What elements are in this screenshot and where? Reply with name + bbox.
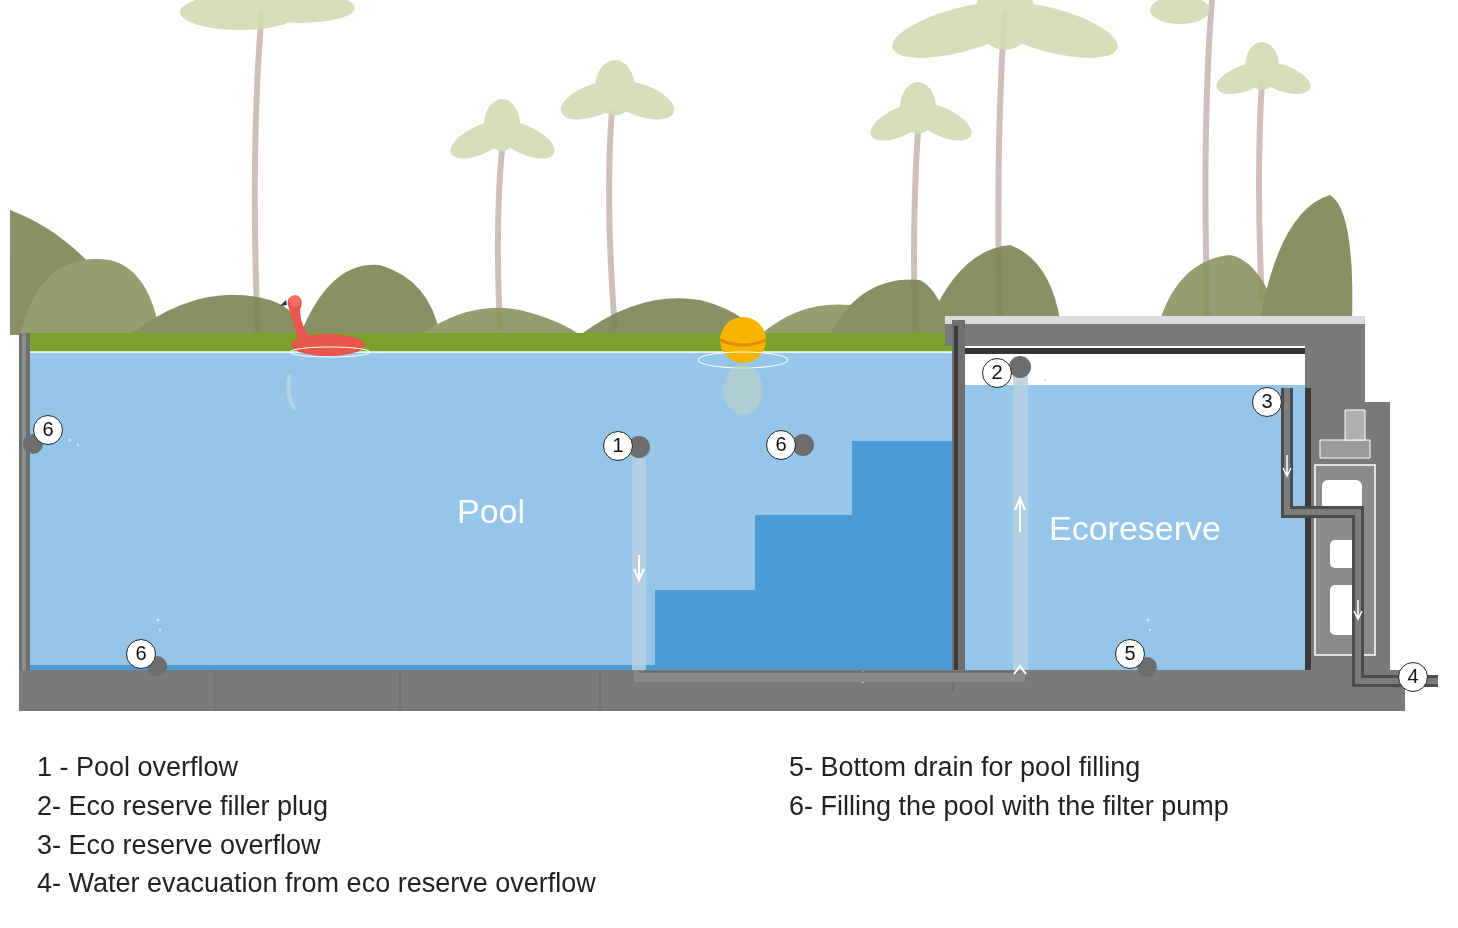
ecoreserve-region: Ecoreserve (965, 386, 1305, 670)
region-label: Ecoreserve (1049, 509, 1221, 548)
key-text: 3- Eco reserve overflow (37, 829, 321, 861)
callout-number: 6 (126, 639, 156, 669)
callout-number: 5 (1115, 639, 1145, 669)
pool-region: Pool (30, 352, 952, 670)
key-text: 1 - Pool overflow (37, 751, 238, 783)
region-label: Pool (457, 492, 525, 531)
key-text: 2- Eco reserve filler plug (37, 790, 328, 822)
overflow-pipe (639, 666, 1026, 677)
key-text: 6- Filling the pool with the filter pump (789, 790, 1229, 822)
callout-number: 4 (1398, 662, 1428, 692)
callout-number: 2 (982, 358, 1012, 388)
callout-number: 6 (766, 430, 796, 460)
callout-number: 1 (603, 431, 633, 461)
key-text: 5- Bottom drain for pool filling (789, 751, 1140, 783)
callout-number: 3 (1252, 387, 1282, 417)
callout-number: 6 (33, 415, 63, 445)
key-text: 4- Water evacuation from eco reserve ove… (37, 867, 596, 899)
